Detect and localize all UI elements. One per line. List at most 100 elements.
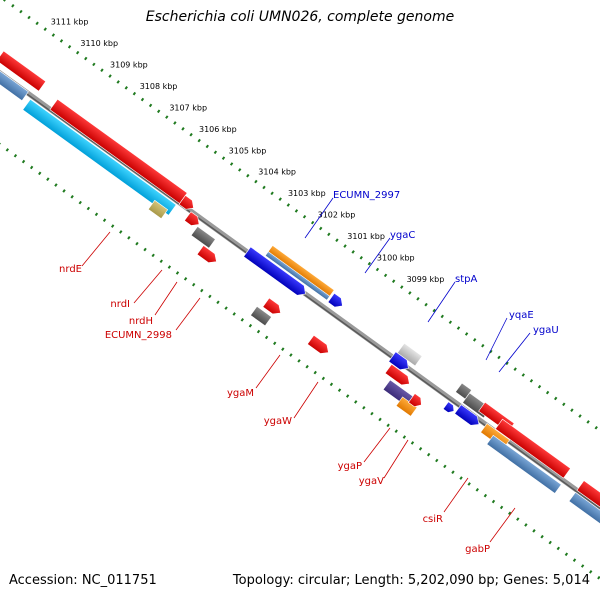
leader-line [255,354,281,389]
gene-block[interactable] [327,292,346,310]
gene-feature[interactable] [384,363,413,388]
gene-feature[interactable] [264,251,331,301]
gene-feature[interactable] [196,245,220,267]
gene-feature[interactable] [307,334,331,357]
gene-feature[interactable] [49,98,188,204]
gene-label[interactable]: yqaE [509,310,534,321]
leader-line [443,477,469,513]
map-title: Escherichia coli UMN026, complete genome [145,9,455,25]
leader-line [133,269,163,304]
leader-line [489,507,516,543]
leader-line [364,237,391,274]
tick-label: 3099 kbp [407,275,445,284]
gene-label[interactable]: ygaW [264,416,292,427]
gene-block[interactable] [388,351,412,373]
gene-feature[interactable] [0,50,47,92]
gene-feature[interactable] [495,418,571,479]
tick-label: 3109 kbp [110,60,148,69]
gene-label[interactable]: gabP [465,544,490,555]
topology-text: Topology: circular; Length: 5,202,090 bp… [232,573,590,588]
gene-block[interactable] [147,199,169,220]
tick-label: 3111 kbp [51,18,89,27]
leader-line [293,381,319,419]
gene-label[interactable]: nrdH [129,316,153,327]
gene-label[interactable]: ygaV [359,476,384,487]
gene-block[interactable] [196,245,220,267]
gene-block[interactable] [576,480,600,515]
gene-block[interactable] [0,50,47,92]
gene-block[interactable] [307,334,331,357]
gene-label[interactable]: ygaC [390,230,415,241]
leader-line [485,317,508,361]
gene-feature[interactable] [190,225,216,249]
tick-rail-inner [0,142,600,581]
tick-rail-outer [2,0,600,433]
leader-line [383,439,409,479]
gene-feature[interactable] [388,351,412,373]
gene-feature[interactable] [267,245,335,297]
leader-line [154,281,178,316]
gene-label[interactable]: ygaM [227,388,254,399]
tick-label: 3100 kbp [377,254,415,263]
leader-line [427,281,456,323]
tick-label: 3102 kbp [318,211,356,220]
tick-label: 3105 kbp [229,146,267,155]
gene-label[interactable]: csiR [423,514,443,525]
gene-block[interactable] [178,194,197,212]
gene-feature[interactable] [486,434,562,494]
gene-feature[interactable] [442,401,456,415]
gene-label[interactable]: ygaP [338,461,362,472]
tick-label: 3104 kbp [258,168,296,177]
gene-label[interactable]: nrdI [110,299,130,310]
tick-label: 3108 kbp [140,82,178,91]
gene-label[interactable]: ECUMN_2998 [105,330,172,341]
gene-block[interactable] [495,418,571,479]
gene-feature[interactable] [250,305,272,327]
gene-block[interactable] [190,225,216,249]
tick-label: 3106 kbp [199,125,237,134]
gene-label[interactable]: ECUMN_2997 [333,190,400,201]
gene-feature[interactable] [22,98,177,216]
gene-block[interactable] [396,342,423,367]
gene-block[interactable] [49,98,188,204]
gene-feature[interactable] [243,246,309,299]
gene-feature[interactable] [576,480,600,515]
gene-block[interactable] [250,305,272,327]
gene-feature[interactable] [327,292,346,310]
accession-text: Accession: NC_011751 [9,573,157,588]
gene-block[interactable] [267,245,335,297]
gene-label[interactable]: nrdE [59,264,82,275]
gene-feature[interactable] [396,342,423,367]
gene-feature[interactable] [147,199,169,220]
gene-feature[interactable] [568,491,600,526]
gene-feature[interactable] [178,194,197,212]
gene-block[interactable] [384,363,413,388]
gene-block[interactable] [454,404,483,429]
tick-label: 3103 kbp [288,189,326,198]
gene-block[interactable] [22,98,177,216]
gene-block[interactable] [184,211,202,229]
leader-line [304,197,334,239]
tick-label: 3107 kbp [169,103,207,112]
gene-feature[interactable] [454,404,483,429]
gene-block[interactable] [243,246,309,299]
gene-feature[interactable] [184,211,202,229]
gene-label[interactable]: stpA [455,274,477,285]
gene-feature[interactable] [0,65,29,102]
gene-label[interactable]: ygaU [533,325,559,336]
gene-block[interactable] [0,65,29,102]
gene-block[interactable] [264,251,331,301]
tick-label: 3101 kbp [347,232,385,241]
gene-block[interactable] [442,401,456,415]
gene-block[interactable] [262,297,284,317]
gene-block[interactable] [486,434,562,494]
gene-block[interactable] [408,393,424,409]
gene-block[interactable] [568,491,600,526]
leader-line [363,427,391,463]
tick-label: 3110 kbp [80,39,118,48]
leader-line [81,231,111,267]
gene-feature[interactable] [408,393,424,409]
leader-line [175,297,201,331]
gene-feature[interactable] [262,297,284,317]
